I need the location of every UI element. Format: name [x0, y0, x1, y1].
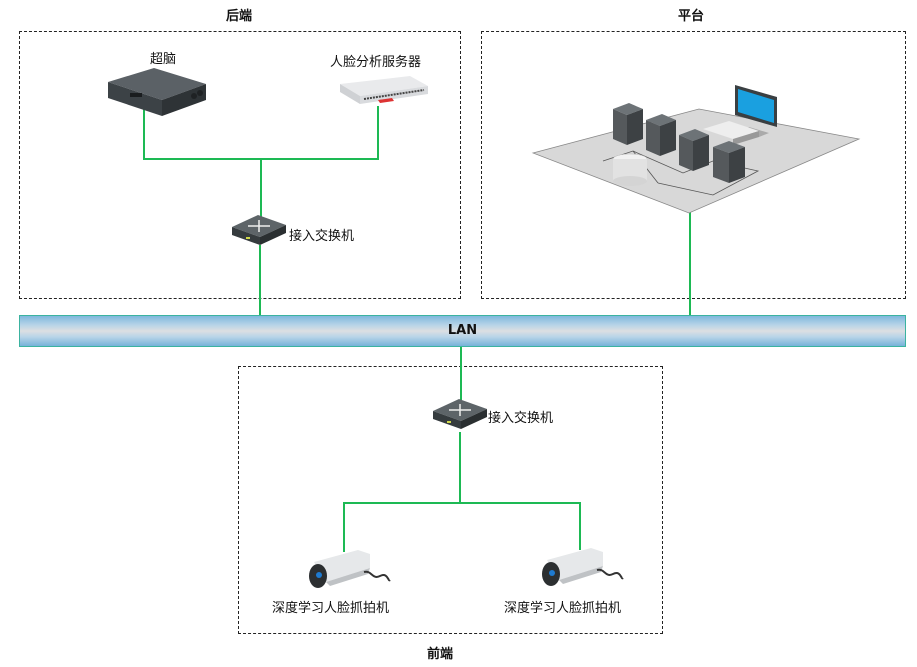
link-lan-frontend-switch	[460, 346, 462, 400]
camera-right-label: 深度学习人脸抓拍机	[504, 601, 622, 616]
frontend-switch-label: 接入交换机	[488, 411, 554, 426]
backend-region	[19, 31, 461, 299]
camera-left-label: 深度学习人脸抓拍机	[272, 601, 390, 616]
lan-bus: LAN	[19, 315, 906, 347]
frontend-switch-icon	[433, 399, 487, 429]
platform-region	[481, 31, 906, 299]
link-frontend-bus	[343, 502, 580, 504]
link-frontend-switch-down	[459, 432, 461, 503]
platform-title: 平台	[678, 9, 705, 24]
link-backend-switch-lan	[259, 245, 261, 316]
backend-title: 后端	[226, 9, 253, 24]
camera-left-icon	[309, 550, 391, 588]
backend-switch-icon	[232, 215, 286, 245]
rack-server-icon	[340, 76, 428, 104]
server-cluster-icon	[531, 85, 861, 214]
frontend-region	[238, 366, 663, 634]
lan-label: LAN	[447, 323, 478, 338]
link-superbrain	[143, 107, 145, 159]
link-faceserver	[377, 106, 379, 159]
link-platform-lan	[689, 212, 691, 316]
camera-right-icon	[542, 548, 624, 586]
link-camera-right	[579, 502, 581, 550]
link-backend-switch-up	[260, 158, 262, 218]
superbrain-label: 超脑	[150, 52, 177, 67]
nvr-icon	[108, 68, 206, 116]
faceserver-label: 人脸分析服务器	[330, 55, 422, 70]
frontend-title: 前端	[427, 647, 454, 662]
link-camera-left	[343, 502, 345, 552]
backend-switch-label: 接入交换机	[289, 229, 355, 244]
